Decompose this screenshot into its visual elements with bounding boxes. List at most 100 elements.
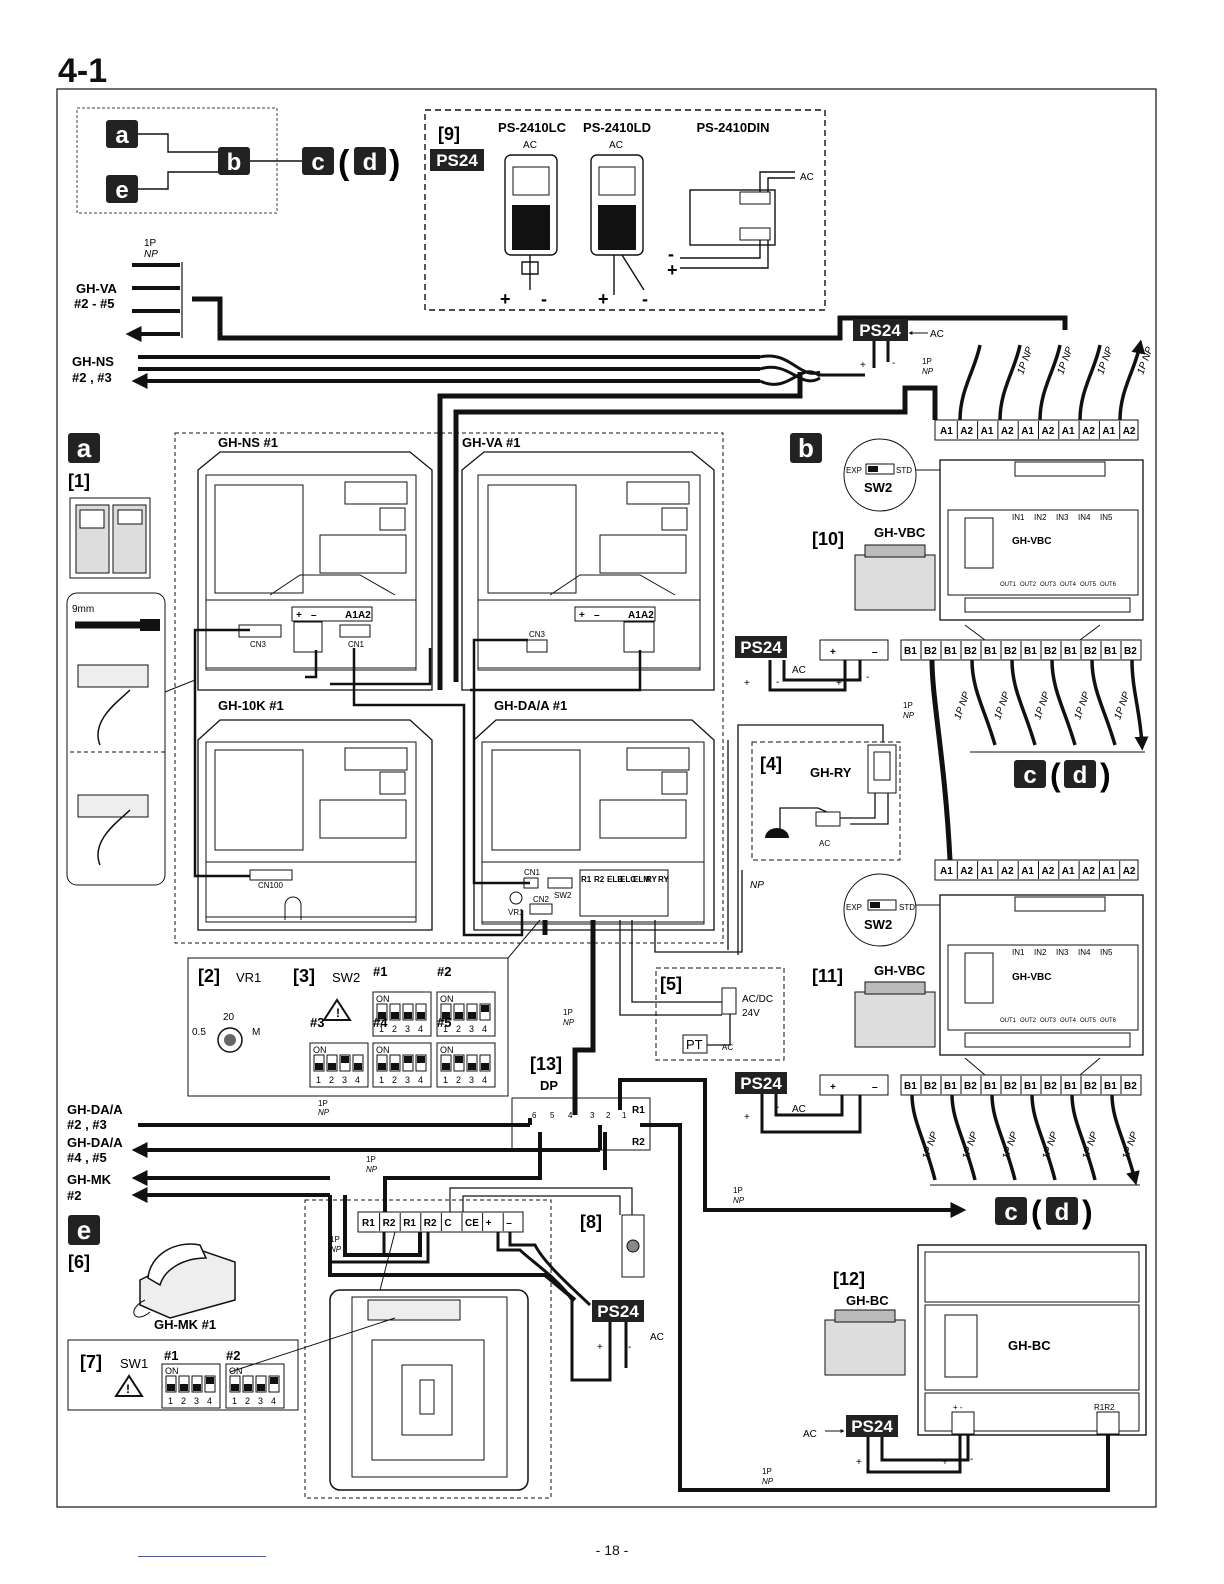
svg-text:OUT4: OUT4 xyxy=(1060,1018,1077,1024)
a-terminal: A1 xyxy=(1021,866,1034,877)
mk-terminal: R2 xyxy=(383,1218,396,1229)
b-terminal: B2 xyxy=(924,1081,937,1092)
svg-text:1P: 1P xyxy=(144,238,157,249)
a-terminal: A2 xyxy=(1082,426,1095,437)
svg-text:#2 , #3: #2 , #3 xyxy=(67,1117,107,1132)
svg-text:NP: NP xyxy=(922,367,934,376)
svg-text:4: 4 xyxy=(568,1111,573,1120)
svg-text:PT: PT xyxy=(686,1037,703,1052)
svg-text:1P NP: 1P NP xyxy=(992,690,1012,721)
b-terminal: B2 xyxy=(1044,1081,1057,1092)
svg-text:R1R2: R1R2 xyxy=(1094,1403,1115,1412)
a-terminal: A1 xyxy=(1062,426,1075,437)
svg-text:ELB: ELB xyxy=(607,875,623,884)
svg-text:): ) xyxy=(389,144,400,182)
a-terminal: A1 xyxy=(1102,426,1115,437)
svg-text:PS-2410LC: PS-2410LC xyxy=(498,120,567,135)
svg-text:PS24: PS24 xyxy=(851,1417,893,1436)
svg-text:1P NP: 1P NP xyxy=(952,690,972,721)
dip-number: 1 xyxy=(379,1075,384,1085)
mk-terminal: + xyxy=(486,1218,492,1229)
dip-lever xyxy=(315,1063,323,1070)
svg-text:AC: AC xyxy=(819,839,830,848)
svg-text:!: ! xyxy=(336,1006,340,1020)
svg-text:-: - xyxy=(776,677,779,688)
mk-terminal: R2 xyxy=(424,1218,437,1229)
svg-text:A2: A2 xyxy=(358,610,371,621)
diagram-frame xyxy=(56,88,1157,1508)
svg-text:STD: STD xyxy=(899,903,915,912)
dip-number: 2 xyxy=(181,1396,186,1406)
svg-text:AC: AC xyxy=(800,172,814,183)
svg-text:+: + xyxy=(856,1457,862,1468)
a-terminal: A2 xyxy=(960,866,973,877)
svg-text:OUT2: OUT2 xyxy=(1020,1018,1037,1024)
svg-text:SW2: SW2 xyxy=(554,891,572,900)
b-terminal: B1 xyxy=(944,1081,957,1092)
svg-text:#2: #2 xyxy=(226,1348,240,1363)
svg-text:SW2: SW2 xyxy=(332,970,360,985)
b-terminal: B2 xyxy=(1004,646,1017,657)
dip-number: 3 xyxy=(469,1075,474,1085)
svg-text:CN1: CN1 xyxy=(348,640,365,649)
dip-lever xyxy=(404,1012,412,1019)
svg-text:ELC: ELC xyxy=(620,875,636,884)
b-terminal: B2 xyxy=(1084,646,1097,657)
svg-text:GH-VBC: GH-VBC xyxy=(1012,972,1051,983)
svg-text:-: - xyxy=(642,289,648,309)
section-b-tag xyxy=(790,433,822,463)
dip-lever xyxy=(391,1012,399,1019)
svg-text:+: + xyxy=(836,678,842,689)
lock-box: [5] AC/DC 24V PT AC NP xyxy=(619,870,785,1061)
svg-text:-: - xyxy=(866,672,869,683)
svg-text:#2: #2 xyxy=(67,1188,81,1203)
svg-text:#4 , #5: #4 , #5 xyxy=(67,1150,107,1165)
svg-text:PS-2410LD: PS-2410LD xyxy=(583,120,651,135)
dip-lever xyxy=(468,1012,476,1019)
dip-number: 4 xyxy=(482,1075,487,1085)
b-terminal: B2 xyxy=(964,646,977,657)
svg-text:[8]: [8] xyxy=(580,1212,602,1232)
svg-text:9mm: 9mm xyxy=(72,604,94,615)
svg-text:[11]: [11] xyxy=(812,966,843,986)
ps24-mk: PS24 AC + - xyxy=(330,1232,664,1382)
svg-text:#2 , #3: #2 , #3 xyxy=(72,370,112,385)
b-terminal: B1 xyxy=(984,1081,997,1092)
b-terminal: B2 xyxy=(1044,646,1057,657)
svg-text:IN4: IN4 xyxy=(1078,948,1091,957)
b-terminal: B1 xyxy=(904,1081,917,1092)
b-terminal: B1 xyxy=(1064,1081,1077,1092)
power-supply-box: [9] PS24 PS-2410LC PS-2410LD PS-2410DIN … xyxy=(424,109,826,311)
svg-text:–: – xyxy=(872,1082,878,1093)
svg-text:b: b xyxy=(798,433,814,463)
svg-text:#1: #1 xyxy=(164,1348,178,1363)
svg-text:GH-DA/A #1: GH-DA/A #1 xyxy=(494,698,567,713)
svg-text:[12]: [12] xyxy=(833,1269,865,1289)
svg-text:): ) xyxy=(1082,1194,1093,1230)
svg-text:NP: NP xyxy=(733,1196,745,1205)
a-terminal: A1 xyxy=(940,866,953,877)
svg-text:24V: 24V xyxy=(742,1008,760,1019)
svg-text:GH-DA/A: GH-DA/A xyxy=(67,1135,123,1150)
svg-text:AC: AC xyxy=(523,140,537,151)
page-number: - 18 - xyxy=(595,1542,629,1558)
svg-text:+: + xyxy=(744,1112,750,1123)
dip-number: 4 xyxy=(482,1024,487,1034)
svg-text:-: - xyxy=(628,1342,631,1353)
svg-text:d: d xyxy=(1055,1199,1070,1226)
svg-text:a: a xyxy=(77,433,92,463)
svg-text:1P: 1P xyxy=(366,1155,376,1164)
svg-text:OUT2: OUT2 xyxy=(1020,582,1037,588)
svg-text:(: ( xyxy=(338,144,350,182)
dip-number: 4 xyxy=(207,1396,212,1406)
svg-text:[13]: [13] xyxy=(530,1054,562,1074)
svg-text:OUT6: OUT6 xyxy=(1100,582,1117,588)
dip-number: 2 xyxy=(329,1075,334,1085)
chime: [8] xyxy=(580,1212,645,1278)
svg-text:SW1: SW1 xyxy=(120,1356,148,1371)
svg-text:+: + xyxy=(296,610,302,621)
mk-terminal: C xyxy=(444,1218,451,1229)
svg-text:NP: NP xyxy=(762,1477,774,1486)
dip-number: 4 xyxy=(271,1396,276,1406)
svg-text:(: ( xyxy=(1050,757,1061,793)
